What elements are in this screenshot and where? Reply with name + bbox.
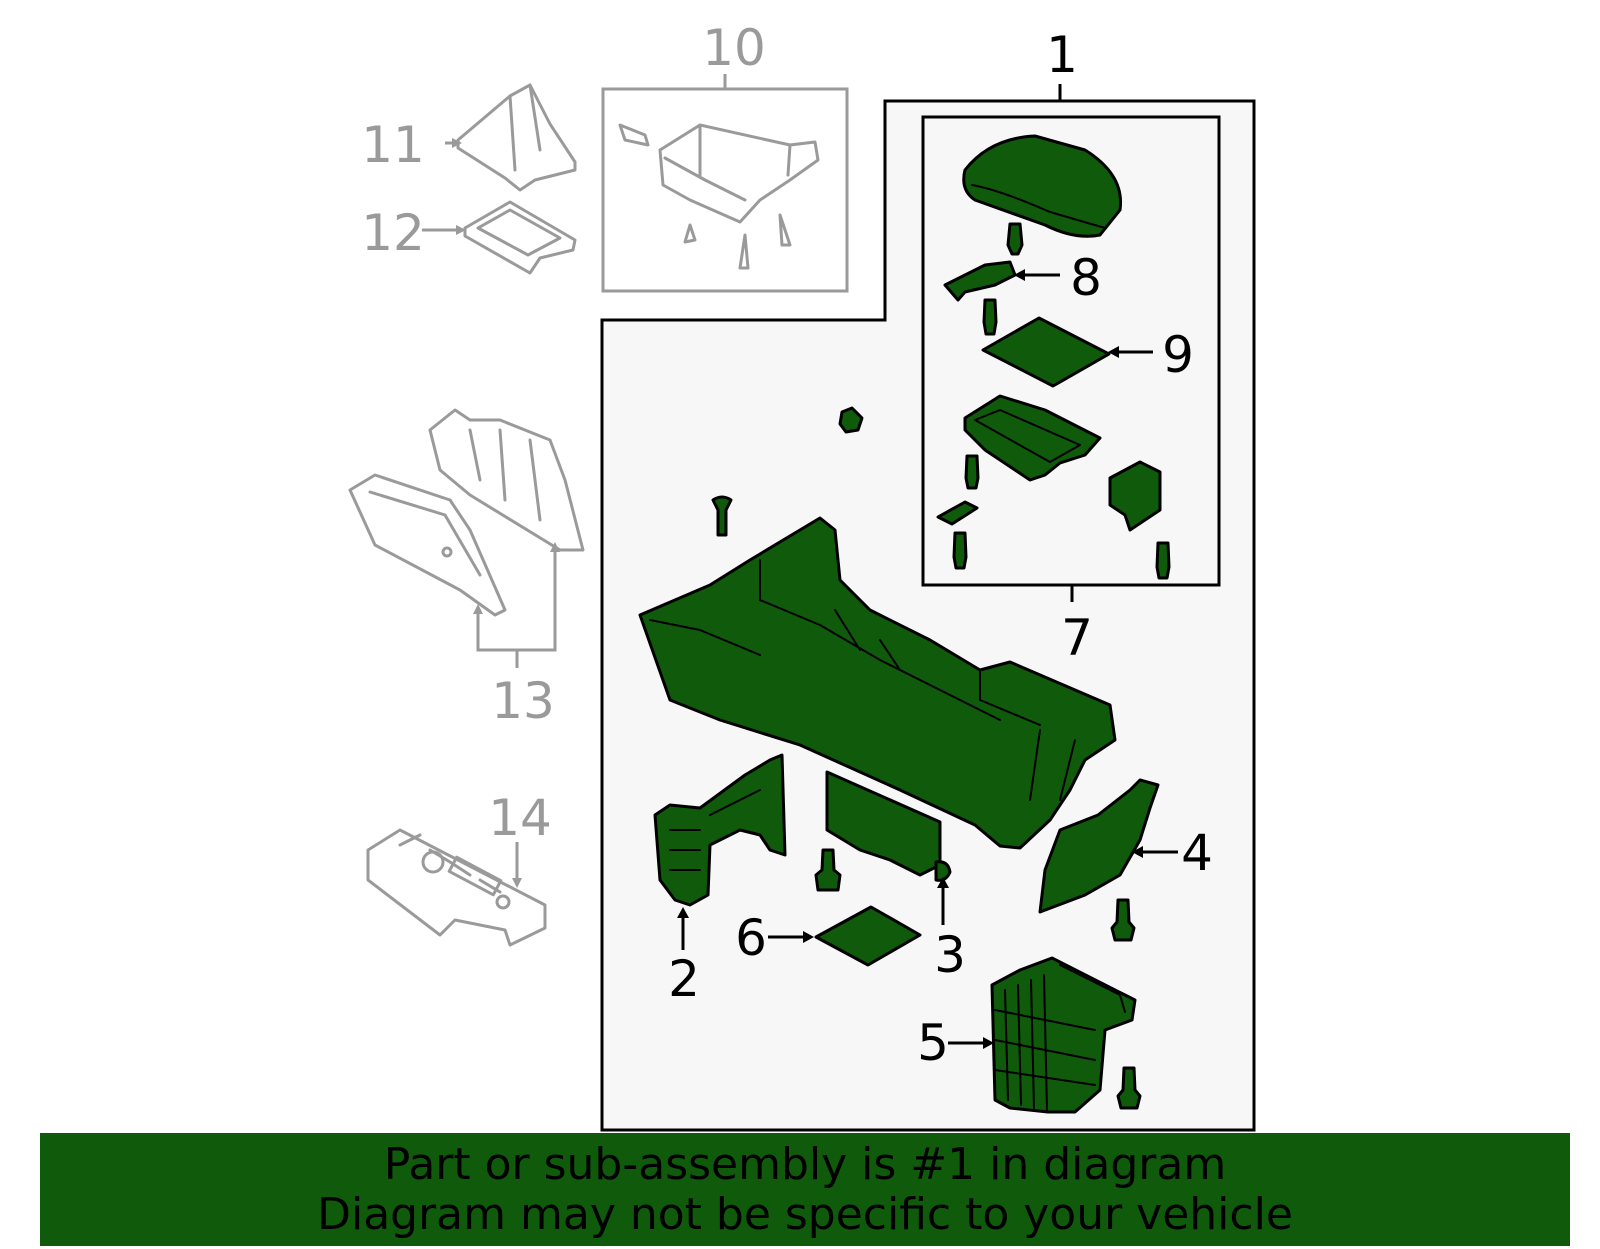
bezel-part-12	[463, 200, 577, 275]
box-screw-right	[1155, 541, 1171, 580]
bin-latch	[1108, 460, 1162, 532]
disclaimer-banner: Part or sub-assembly is #1 in diagram Di…	[40, 1133, 1570, 1246]
trim-panel-tab	[934, 860, 952, 882]
callout-7: 7	[1061, 609, 1093, 667]
callout-9-arrowhead	[1108, 346, 1119, 358]
callout-1: 1	[1046, 26, 1078, 84]
callout-5: 5	[917, 1014, 949, 1072]
lid-screw	[1006, 222, 1024, 256]
callout-10: 10	[702, 19, 766, 77]
callout-11: 11	[361, 116, 425, 174]
banner-line-1: Part or sub-assembly is #1 in diagram	[383, 1138, 1227, 1190]
callout-13-arrowhead-left	[473, 604, 483, 614]
callout-6: 6	[735, 909, 767, 967]
bin-screw	[1116, 1066, 1142, 1110]
bin-screw-left	[964, 454, 980, 490]
callout-4: 4	[1181, 824, 1213, 882]
armrest-lid	[962, 134, 1123, 238]
console-screw	[711, 495, 733, 537]
callout-8-arrowhead	[1014, 269, 1025, 281]
side-cover-part-4	[1038, 778, 1160, 914]
callout-12: 12	[361, 204, 425, 262]
shift-boot-part-11	[456, 83, 577, 192]
console-body	[638, 516, 1117, 850]
console-mat-part-6	[814, 905, 922, 967]
side-bracket-part-2	[653, 753, 787, 907]
side-bracket-detail	[669, 789, 761, 871]
callout-13: 13	[491, 672, 555, 730]
callout-14: 14	[488, 789, 552, 847]
cover-screw	[1110, 898, 1136, 942]
storage-bin	[963, 394, 1102, 482]
bracket-part-10	[618, 123, 820, 270]
hinge-bracket-part-8	[943, 260, 1017, 302]
cupholder-bin-ribs	[994, 964, 1126, 1111]
callout-14-arrowhead	[512, 878, 522, 888]
armrest-mat-part-9	[981, 316, 1111, 388]
side-panels-part-13	[348, 408, 585, 617]
trim-panel-part-3	[825, 770, 942, 877]
banner-line-2: Diagram may not be specific to your vehi…	[317, 1188, 1293, 1240]
callout-13-arrowhead-right	[550, 542, 560, 552]
callout-13-bracket	[476, 548, 557, 652]
hinge-screw	[982, 298, 998, 336]
callout-9: 9	[1162, 326, 1194, 384]
callout-3: 3	[934, 926, 966, 984]
switch-panel-part-14	[366, 828, 547, 947]
cupholder-bin-part-5	[990, 956, 1137, 1114]
callout-3-arrowhead	[937, 877, 949, 888]
console-body-detail	[649, 559, 1076, 801]
callout-5-arrowhead	[983, 1037, 994, 1049]
panel-clip	[838, 406, 864, 434]
armrest-lid-edge	[971, 184, 1106, 229]
callout-4-arrowhead	[1132, 846, 1143, 858]
bracket-screw	[814, 848, 842, 892]
callout-6-arrowhead	[803, 931, 814, 943]
box-screw-left	[952, 531, 968, 570]
bin-clip	[936, 500, 979, 526]
storage-bin-inner	[974, 409, 1081, 463]
callout-11-arrowhead	[452, 138, 462, 148]
callout-2: 2	[668, 950, 700, 1008]
callout-2-arrowhead	[677, 907, 689, 918]
callout-8: 8	[1070, 249, 1102, 307]
callout-12-arrowhead	[456, 225, 466, 235]
